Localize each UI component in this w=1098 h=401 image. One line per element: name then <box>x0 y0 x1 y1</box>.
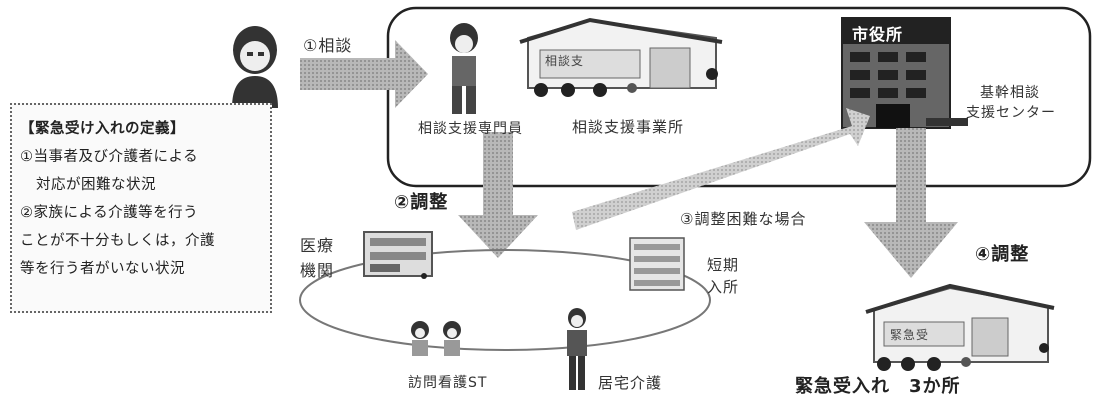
definition-item2-line2: ことが不十分もしくは，介護 <box>20 233 215 249</box>
consultation-office-label: 相談支援事業所 <box>572 118 685 136</box>
arrow-adjust-4 <box>864 128 958 278</box>
arrow-adjust-2 <box>458 132 538 258</box>
emergency-label: 緊急受入れ 3か所 <box>795 376 961 397</box>
visiting-nursing-label: 訪問看護ST <box>408 375 488 391</box>
adjust-3-label: ③調整困難な場合 <box>680 210 807 228</box>
medical-label-2: 機関 <box>300 261 335 280</box>
adjust-2-label: ②調整 <box>394 192 449 213</box>
shortstay-label-2: 入所 <box>707 278 740 296</box>
definition-item2-line1: ②家族による介護等を行う <box>20 205 199 221</box>
consult-label: ①相談 <box>303 36 353 55</box>
city-hall-sign: 市役所 <box>852 25 904 44</box>
consultation-office-building-icon <box>519 17 723 97</box>
community-ellipse <box>299 249 711 351</box>
office-sign: 相談支 <box>545 54 585 68</box>
definition-item2-line3: 等を行う者がいない状況 <box>20 261 185 277</box>
medical-label-1: 医療 <box>300 236 335 255</box>
facility-sign: 緊急受 <box>890 328 930 342</box>
shortstay-label-1: 短期 <box>707 256 740 274</box>
consultation-group-box <box>386 6 1092 188</box>
core-center-label-1: 基幹相談 <box>980 85 1040 101</box>
medical-institution-icon <box>363 231 433 279</box>
short-stay-icon <box>629 237 685 291</box>
core-center-label-2: 支援センター <box>966 105 1056 121</box>
definition-item1-line1: ①当事者及び介護者による <box>20 149 199 165</box>
consultation-specialist-label: 相談支援専門員 <box>418 121 523 137</box>
arrow-adjust-3 <box>572 108 870 230</box>
visiting-nurse-icon <box>411 321 461 356</box>
definition-item1-line2: 対応が困難な状況 <box>36 177 156 193</box>
definition-title: 【緊急受け入れの定義】 <box>20 121 185 137</box>
arrow-consult <box>300 40 428 108</box>
definition-box: 【緊急受け入れの定義】 ①当事者及び介護者による 対応が困難な状況 ②家族による… <box>10 103 272 313</box>
specialist-person-icon <box>450 23 478 114</box>
home-care-person-icon <box>567 308 587 390</box>
emergency-facility-icon <box>865 283 1055 371</box>
home-care-label: 居宅介護 <box>598 374 663 392</box>
person-client-icon <box>232 26 278 108</box>
adjust-4-label: ④調整 <box>975 244 1030 265</box>
city-hall-building-icon <box>841 17 968 129</box>
